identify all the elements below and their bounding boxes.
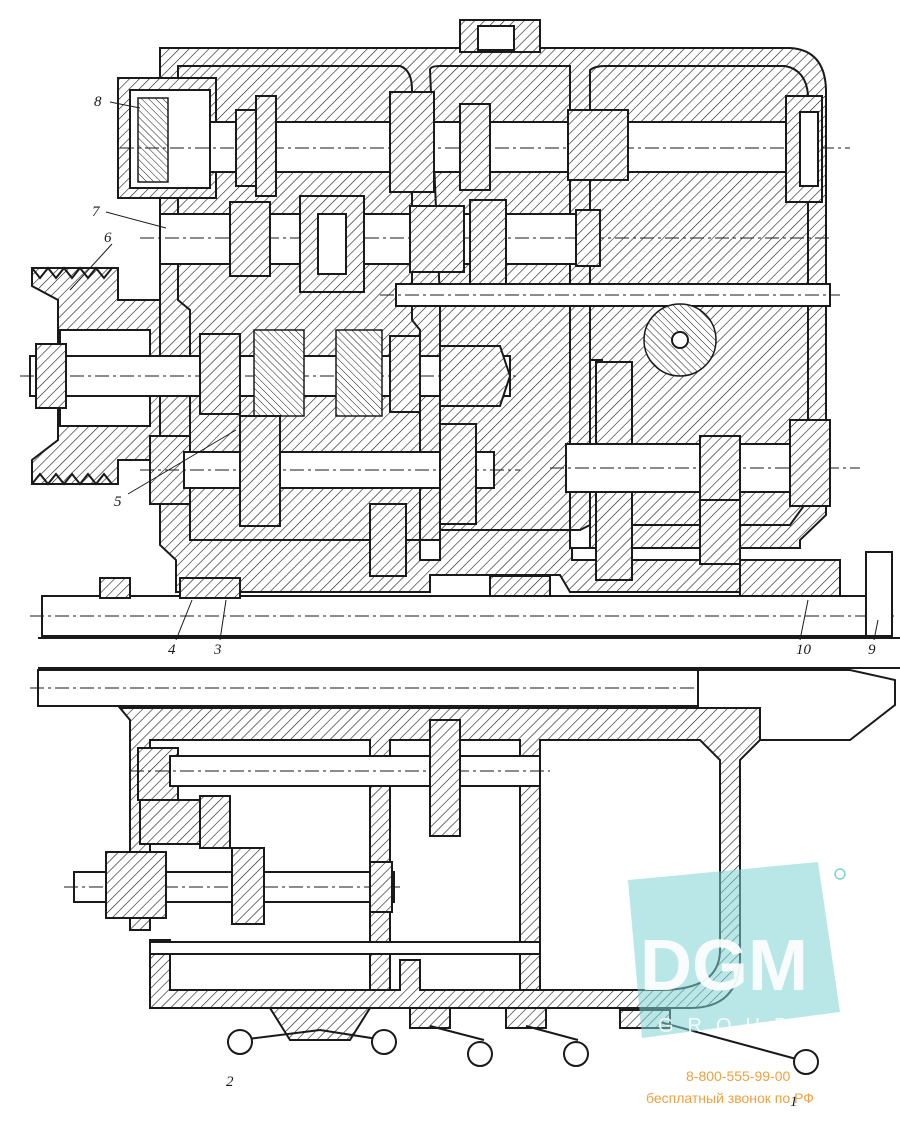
handle-mid-a bbox=[409, 1007, 493, 1067]
shaft-8 bbox=[117, 77, 850, 203]
lead-shaft-9 bbox=[30, 551, 895, 637]
callout-5: 5 bbox=[114, 494, 122, 510]
callout-6: 6 bbox=[104, 230, 112, 246]
handle-mid-b bbox=[505, 1007, 589, 1067]
input-shaft bbox=[20, 329, 520, 417]
logo-text: DGM bbox=[640, 926, 808, 1006]
free-call-tagline: бесплатный звонок по РФ bbox=[646, 1090, 814, 1106]
lower-shaft-b bbox=[139, 795, 231, 849]
callout-8: 8 bbox=[94, 94, 102, 110]
callout-4: 4 bbox=[168, 642, 176, 658]
phone-number[interactable]: 8-800-555-99-00 bbox=[686, 1068, 791, 1084]
callout-9: 9 bbox=[868, 642, 876, 658]
callout-1: 1 bbox=[790, 1094, 798, 1110]
callout-2: 2 bbox=[226, 1074, 234, 1090]
lower-shaft-a bbox=[130, 719, 550, 837]
lower-shaft-c bbox=[64, 847, 400, 925]
right-gear-shaft bbox=[550, 361, 860, 581]
logo-sub: GROUP bbox=[658, 1015, 801, 1037]
callout-10: 10 bbox=[796, 642, 812, 658]
upper-view bbox=[20, 19, 895, 637]
shaft-7 bbox=[140, 195, 830, 297]
handle-2 bbox=[227, 1007, 397, 1055]
control-rod bbox=[149, 941, 541, 955]
shaft-5 bbox=[140, 415, 520, 577]
dgm-group-logo: DGM GROUP bbox=[628, 862, 846, 1038]
callout-3: 3 bbox=[213, 642, 222, 658]
callout-7: 7 bbox=[92, 204, 101, 220]
